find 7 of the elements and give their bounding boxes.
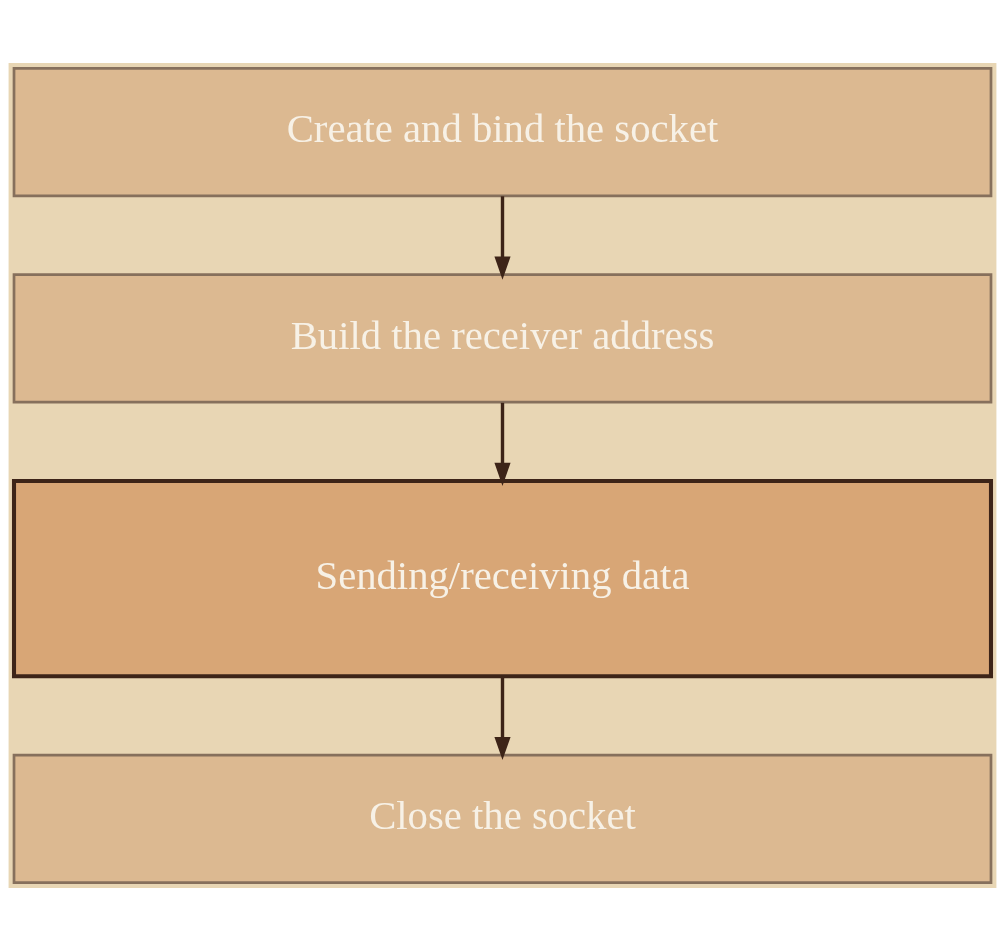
- node-box: Create and bind the socket: [12, 67, 993, 198]
- arrow: [494, 402, 511, 486]
- arrow: [494, 196, 511, 280]
- node-box: Close the socket: [12, 753, 993, 884]
- node-box: Build the receiver address: [12, 273, 993, 404]
- arrow: [494, 676, 511, 761]
- node-box: Sending/receiving data: [11, 478, 994, 679]
